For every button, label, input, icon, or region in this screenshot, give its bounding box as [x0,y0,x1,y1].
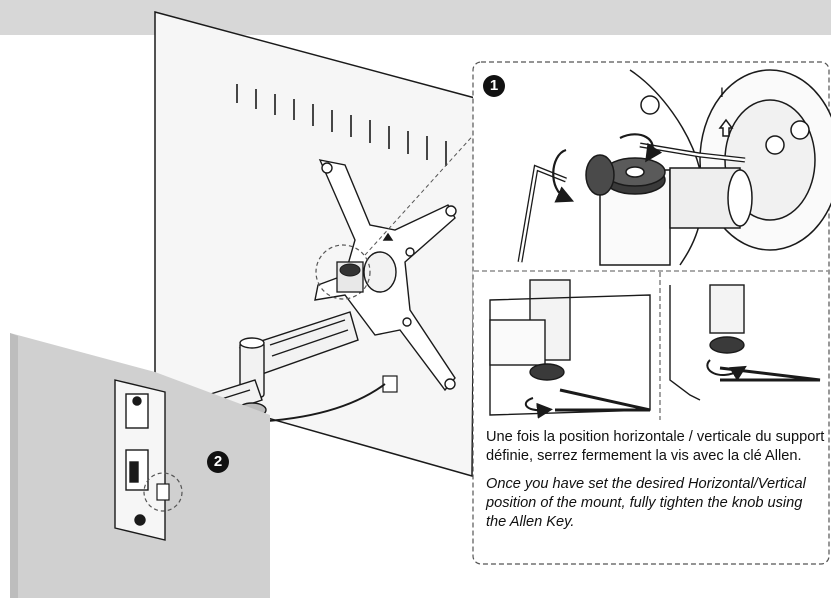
instruction-fr: Une fois la position horizontale / verti… [486,429,825,464]
mount-arm [159,311,359,433]
detail-tighten-left [489,279,651,419]
header-bar [0,0,831,35]
tilt-knob-highlight [315,244,371,300]
callout-pointer [364,129,479,256]
callout-marker: I [720,84,724,100]
vesa-plate [314,159,457,392]
detail-knob-closeup [517,69,831,266]
step-badge-1: 1 [483,75,505,97]
rotate-arrow-icon [706,359,747,381]
rotate-arrow-icon [552,133,663,203]
rotate-arrow-icon [524,397,553,419]
knob-icon [585,154,666,196]
instruction-en: Once you have set the desired Horizontal… [486,476,806,530]
wall-bracket [114,379,166,541]
monitor-panel [154,11,476,477]
cable-clip-highlight [143,472,183,512]
step-badge-2: 2 [207,451,229,473]
cable-port [382,375,398,393]
bolt-icons [640,95,810,155]
detail-tighten-right [669,284,821,401]
up-arrow-icon [718,118,734,137]
vent-slots [236,84,447,166]
instruction-text: Une fois la position horizontale / verti… [486,428,826,532]
